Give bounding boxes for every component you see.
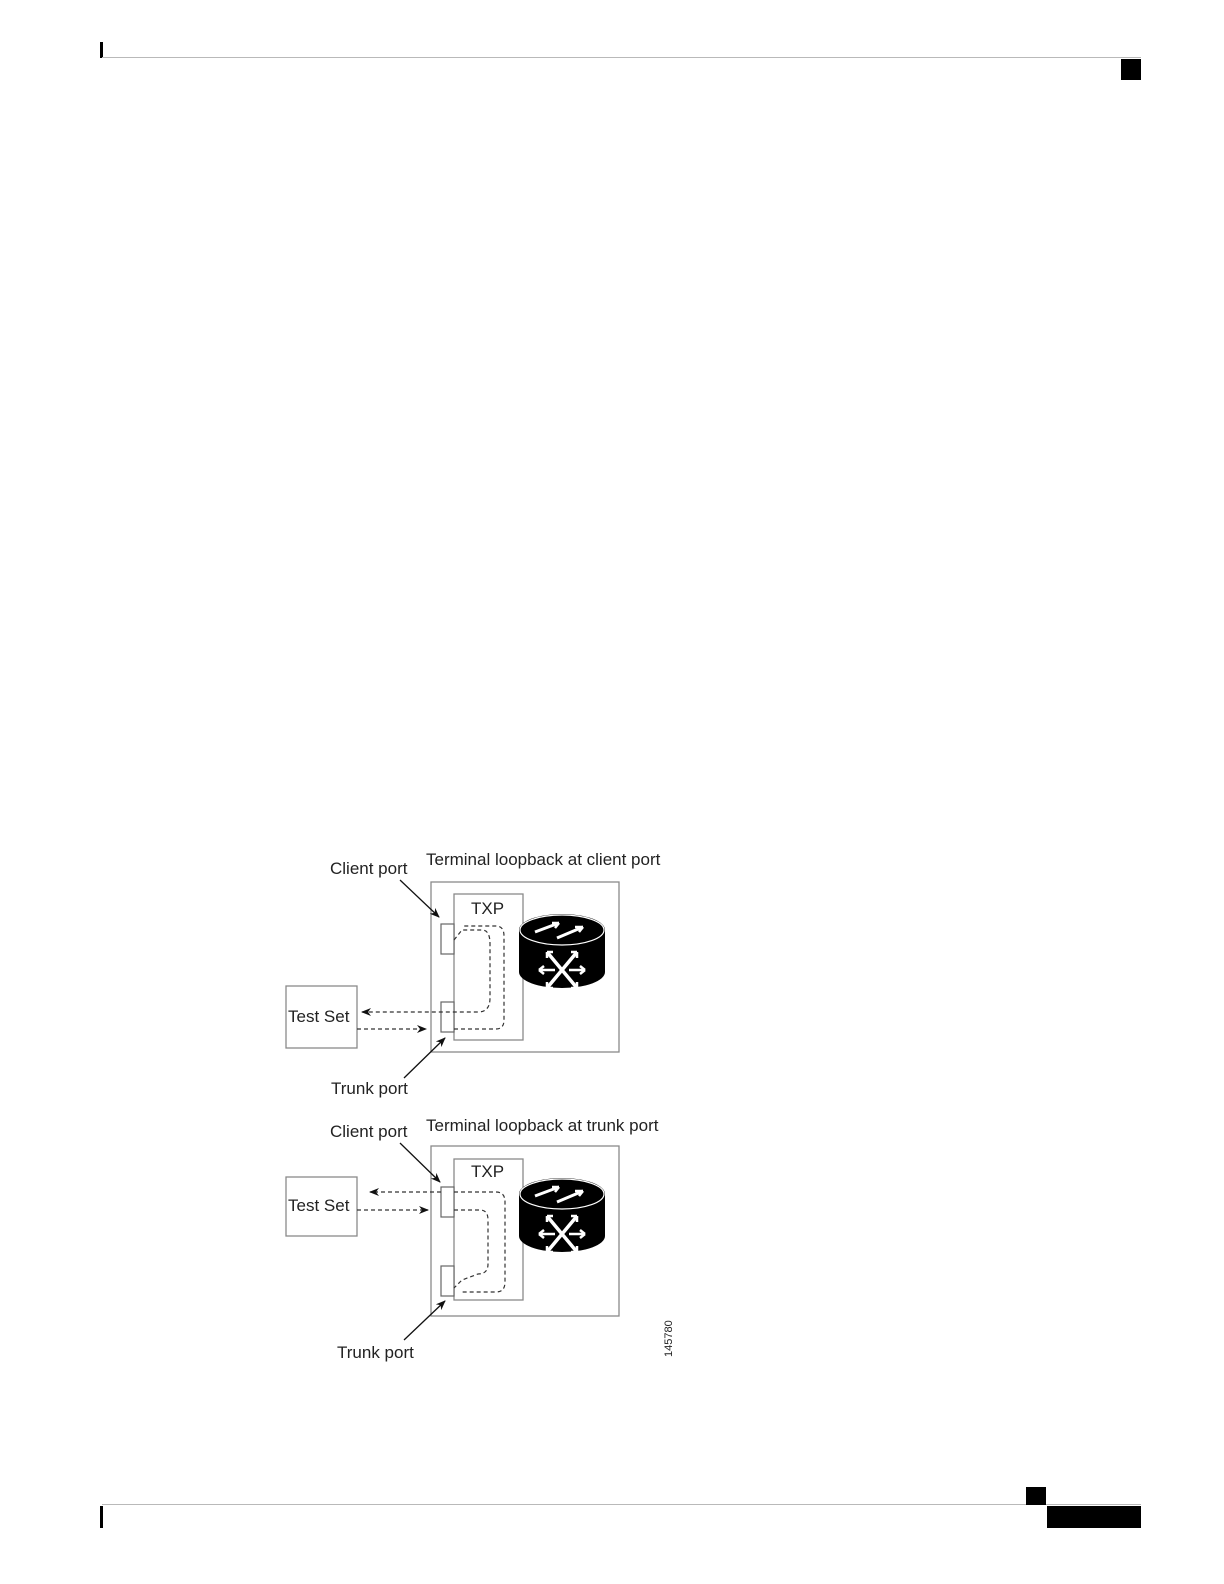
- top-trunk-port-arrow: [404, 1038, 445, 1078]
- top-return-signal-path: [362, 930, 490, 1012]
- top-test-set-label: Test Set: [288, 1007, 350, 1026]
- top-client-port-arrow: [400, 880, 439, 917]
- top-client-port: [441, 924, 454, 954]
- top-trunk-port-label: Trunk port: [331, 1079, 408, 1098]
- top-loopback-path: [454, 926, 504, 1029]
- bottom-client-port-arrow: [400, 1143, 440, 1182]
- bottom-trunk-port-label: Trunk port: [337, 1343, 414, 1362]
- footer-rule: [102, 1504, 1141, 1505]
- top-panel-title: Terminal loopback at client port: [426, 850, 661, 869]
- bottom-test-set-label: Test Set: [288, 1196, 350, 1215]
- bottom-panel: Terminal loopback at trunk port Client p…: [286, 1116, 659, 1362]
- router-icon: [519, 914, 605, 988]
- figure-id: 145780: [663, 1320, 675, 1357]
- footer-tick: [100, 1506, 103, 1528]
- router-icon: [519, 1178, 605, 1252]
- top-client-port-label: Client port: [330, 859, 408, 878]
- bottom-panel-title: Terminal loopback at trunk port: [426, 1116, 659, 1135]
- bottom-loopback-path-outer: [454, 1192, 505, 1292]
- bottom-client-port: [441, 1187, 454, 1217]
- top-txp-label: TXP: [471, 899, 504, 918]
- top-trunk-port: [441, 1002, 454, 1032]
- bottom-trunk-port: [441, 1266, 454, 1296]
- top-panel: Terminal loopback at client port Client …: [286, 850, 661, 1098]
- footer-page-tab: [1047, 1506, 1141, 1528]
- bottom-trunk-port-arrow: [404, 1301, 445, 1340]
- bottom-client-port-label: Client port: [330, 1122, 408, 1141]
- bottom-txp-label: TXP: [471, 1162, 504, 1181]
- bottom-loopback-path-inner: [454, 1210, 488, 1288]
- footer-square: [1026, 1487, 1046, 1505]
